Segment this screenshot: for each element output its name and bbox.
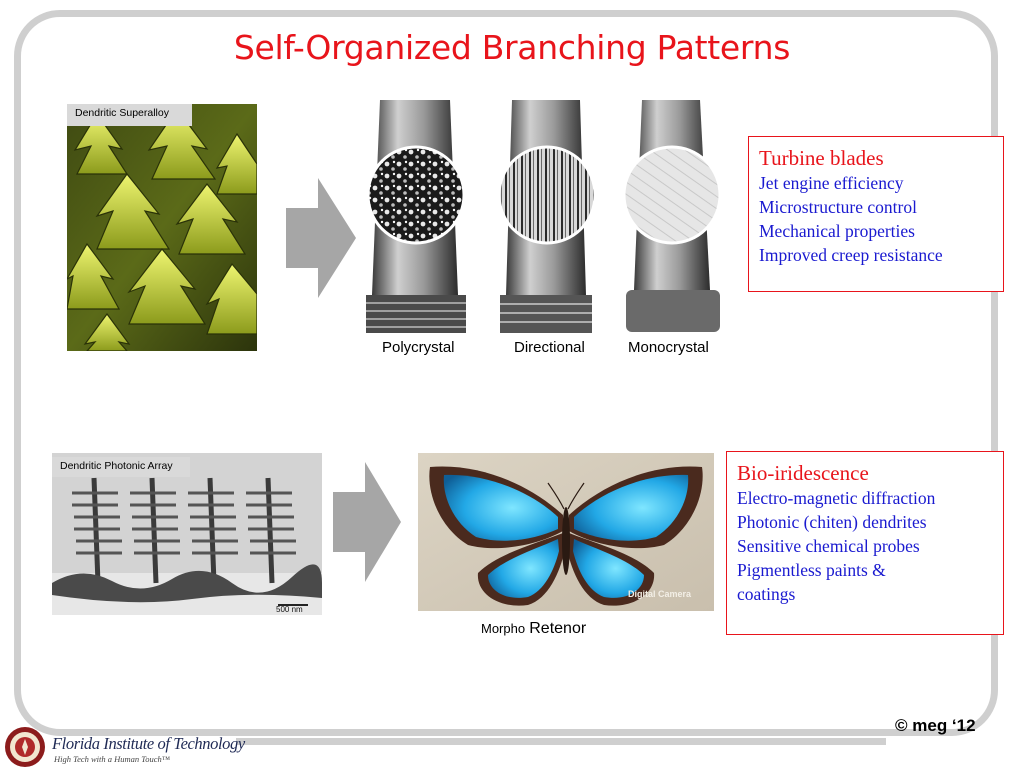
superalloy-photo	[67, 104, 257, 351]
butterfly-caption: Morpho Retenor	[481, 620, 586, 638]
footer-bar	[236, 738, 886, 745]
butterfly-caption-genus: Morpho	[481, 621, 526, 636]
turbine-blades-image	[360, 100, 734, 334]
bio-box-line: Photonic (chiten) dendrites	[737, 512, 927, 532]
turbine-box-heading: Turbine blades	[759, 146, 884, 170]
scale-bar-label: 500 nm	[276, 605, 303, 614]
seal-icon	[5, 727, 45, 767]
camera-watermark: Digital Camera	[628, 589, 692, 599]
blade-label-monocrystal: Monocrystal	[628, 339, 709, 356]
slide-frame	[14, 10, 998, 736]
photonic-array-tag: Dendritic Photonic Array	[52, 457, 190, 477]
turbine-box-line: Mechanical properties	[759, 221, 915, 241]
right-arrow-icon	[286, 178, 356, 298]
blade-label-directional: Directional	[514, 339, 585, 356]
blade-label-polycrystal: Polycrystal	[382, 339, 455, 356]
slide-title: Self-Organized Branching Patterns	[233, 28, 791, 67]
superalloy-tag: Dendritic Superalloy	[67, 104, 192, 126]
bio-box-line: Electro-magnetic diffraction	[737, 488, 936, 508]
bio-box-line: Pigmentless paints &	[737, 560, 886, 580]
bio-box-line: Sensitive chemical probes	[737, 536, 920, 556]
right-arrow-icon	[333, 462, 401, 582]
institution-logo: Florida Institute of Technology High Tec…	[0, 722, 245, 768]
photonic-array-photo: 500 nm	[52, 453, 322, 615]
copyright-notice: © meg ‘12	[895, 716, 976, 735]
turbine-box-line: Microstructure control	[759, 197, 917, 217]
bio-iridescence-box: Bio-iridescence Electro-magnetic diffrac…	[726, 451, 1004, 635]
bio-box-line: coatings	[737, 584, 796, 604]
turbine-box-line: Jet engine efficiency	[759, 173, 904, 193]
institution-name: Florida Institute of Technology	[52, 734, 245, 753]
butterfly-caption-species: Retenor	[529, 620, 587, 637]
turbine-blades-box: Turbine blades Jet engine efficiency Mic…	[748, 136, 1004, 292]
bio-box-heading: Bio-iridescence	[737, 461, 869, 485]
morpho-butterfly-image: Digital Camera	[418, 453, 714, 611]
institution-motto: High Tech with a Human Touch™	[54, 754, 171, 764]
turbine-box-line: Improved creep resistance	[759, 245, 943, 265]
